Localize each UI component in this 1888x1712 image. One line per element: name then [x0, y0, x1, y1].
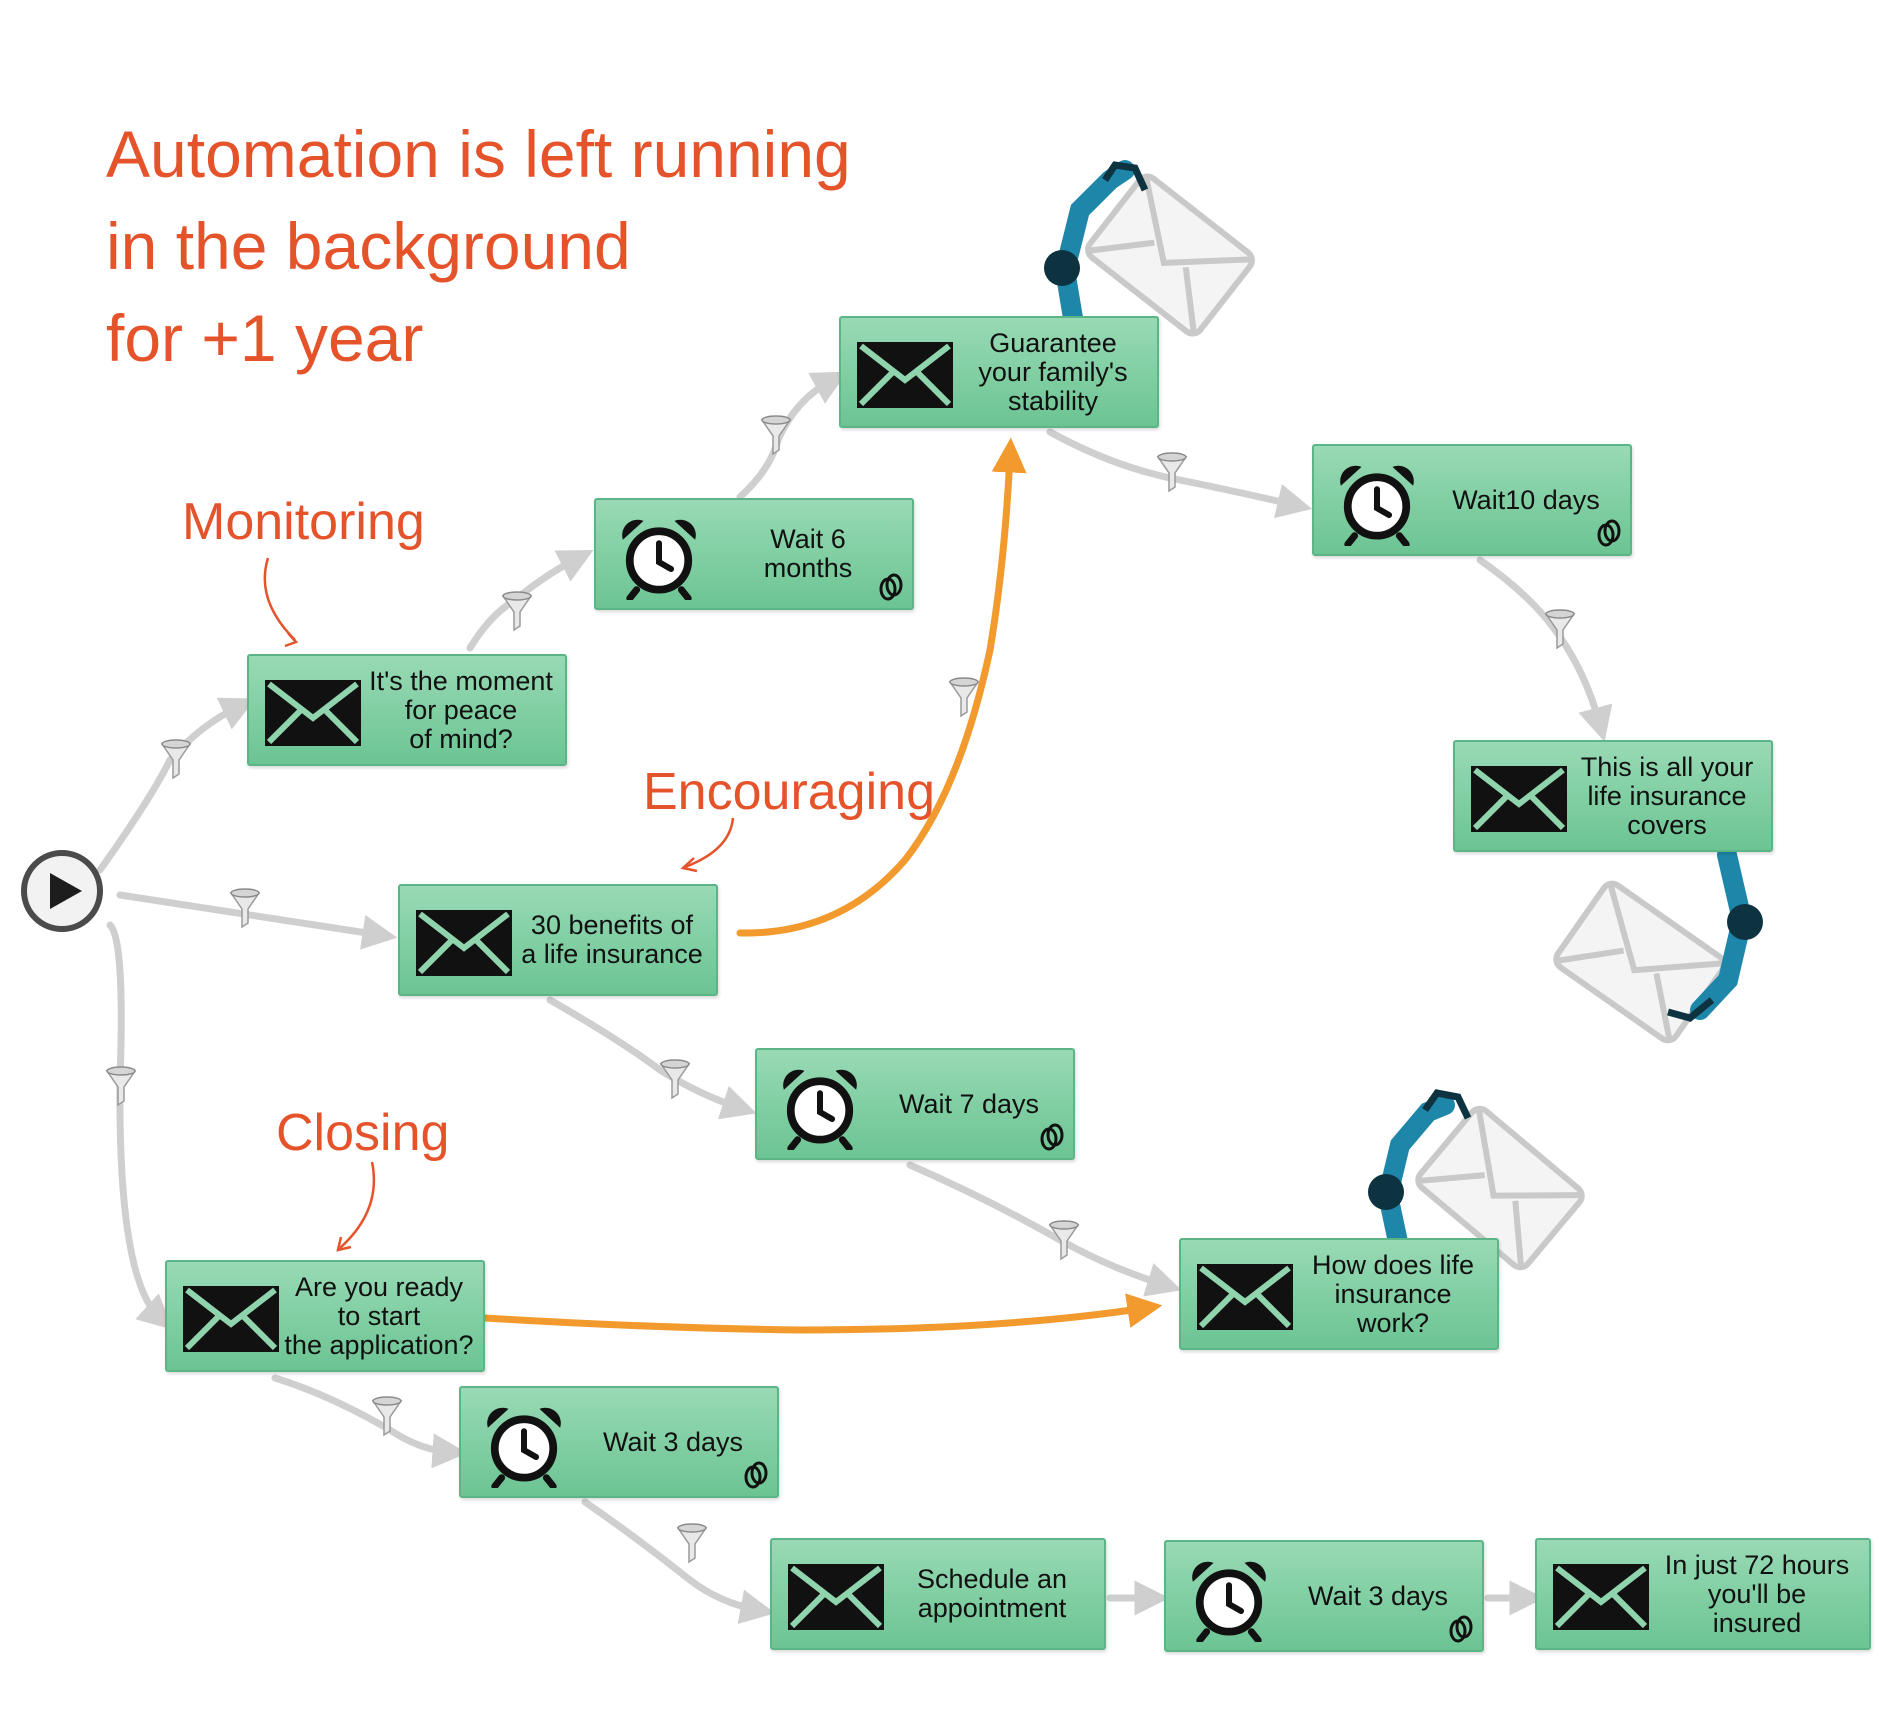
- link-icon[interactable]: [878, 572, 904, 602]
- funnel-icon: [1157, 452, 1187, 492]
- node-email-schedule[interactable]: Schedule an appointment: [770, 1538, 1106, 1650]
- headline: Automation is left running in the backgr…: [106, 108, 851, 384]
- node-email-30-benefits[interactable]: 30 benefits of a life insurance: [398, 884, 718, 996]
- node-label: Guarantee your family's stability: [978, 327, 1128, 416]
- node-wait-7-days[interactable]: Wait 7 days: [755, 1048, 1075, 1160]
- connector-start-to-benefits: [116, 891, 398, 950]
- node-wait-10-days[interactable]: Wait10 days: [1312, 444, 1632, 556]
- connector-wait6-to-guarantee: [736, 371, 848, 501]
- envelope-icon: [1551, 1562, 1651, 1632]
- connector-wait3a-to-schedule: [581, 1498, 776, 1625]
- funnel-icon: [660, 1059, 690, 1099]
- alarm-clock-icon: [1334, 460, 1420, 546]
- node-label: Are you ready to start the application?: [284, 1271, 474, 1360]
- node-label: Wait 3 days: [1307, 1580, 1449, 1611]
- section-label-encouraging: Encouraging: [643, 763, 935, 821]
- envelope-icon: [1469, 764, 1569, 834]
- connector-benefits-to-wait7: [546, 996, 757, 1120]
- alarm-clock-icon: [481, 1402, 567, 1488]
- link-icon[interactable]: [1039, 1122, 1065, 1152]
- robot-arm-envelope-bottom: [1553, 845, 1763, 1044]
- node-wait-3-days-b[interactable]: Wait 3 days: [1164, 1540, 1484, 1652]
- envelope-icon: [1195, 1262, 1295, 1332]
- connector-benefits-to-guarantee: [736, 437, 1027, 937]
- robot-arm-envelope-top: [1044, 160, 1255, 340]
- alarm-clock-icon: [616, 514, 702, 600]
- headline-line-1: Automation is left running: [106, 117, 851, 191]
- headline-line-3: for +1 year: [106, 301, 424, 375]
- node-label: 30 benefits of a life insurance: [521, 910, 703, 969]
- funnel-icon: [372, 1396, 402, 1436]
- node-email-insured-72[interactable]: In just 72 hours you'll be insured: [1535, 1538, 1871, 1650]
- headline-line-2: in the background: [106, 209, 631, 283]
- node-label: It's the moment for peace of mind?: [369, 665, 553, 754]
- envelope-icon: [414, 908, 514, 978]
- funnel-icon: [230, 888, 260, 928]
- funnel-icon: [761, 415, 791, 455]
- link-icon[interactable]: [1448, 1614, 1474, 1644]
- funnel-icon: [677, 1523, 707, 1563]
- connector-ready-to-wait3a: [271, 1374, 468, 1469]
- connector-wait7-to-howworks: [906, 1161, 1182, 1297]
- section-label-monitoring: Monitoring: [182, 493, 425, 551]
- envelope-icon: [855, 340, 955, 410]
- envelope-icon: [786, 1562, 886, 1632]
- node-label: How does life insurance work?: [1311, 1249, 1475, 1338]
- connector-ready-to-howworks: [481, 1293, 1163, 1334]
- link-icon[interactable]: [1596, 518, 1622, 548]
- connector-start-to-ready: [106, 921, 173, 1330]
- node-email-guarantee-family[interactable]: Guarantee your family's stability: [839, 316, 1159, 428]
- envelope-icon: [263, 678, 363, 748]
- node-email-moment-peace[interactable]: It's the moment for peace of mind?: [247, 654, 567, 766]
- node-wait-3-days-a[interactable]: Wait 3 days: [459, 1386, 779, 1498]
- connector-start-to-moment: [96, 697, 256, 874]
- alarm-clock-icon: [1186, 1556, 1272, 1642]
- node-email-all-covers[interactable]: This is all your life insurance covers: [1453, 740, 1773, 852]
- section-label-closing: Closing: [276, 1104, 450, 1162]
- connector-wait10-to-allcovers: [1476, 556, 1613, 742]
- funnel-icon: [106, 1066, 136, 1106]
- node-label: Wait 6 months: [763, 524, 853, 583]
- node-label: In just 72 hours you'll be insured: [1664, 1549, 1850, 1638]
- robot-arm-envelope-mid: [1368, 1089, 1585, 1271]
- node-email-ready-start[interactable]: Are you ready to start the application?: [165, 1260, 485, 1372]
- node-label: This is all your life insurance covers: [1580, 751, 1754, 840]
- link-icon[interactable]: [743, 1460, 769, 1490]
- node-label: Wait 3 days: [602, 1426, 744, 1457]
- alarm-clock-icon: [777, 1064, 863, 1150]
- play-icon: [21, 850, 103, 932]
- node-label: Wait10 days: [1452, 484, 1600, 515]
- node-label: Wait 7 days: [898, 1088, 1040, 1119]
- envelope-icon: [181, 1284, 281, 1354]
- node-email-how-works[interactable]: How does life insurance work?: [1179, 1238, 1499, 1350]
- node-wait-6-months[interactable]: Wait 6 months: [594, 498, 914, 610]
- node-label: Schedule an appointment: [916, 1564, 1068, 1623]
- funnel-icon: [502, 591, 532, 631]
